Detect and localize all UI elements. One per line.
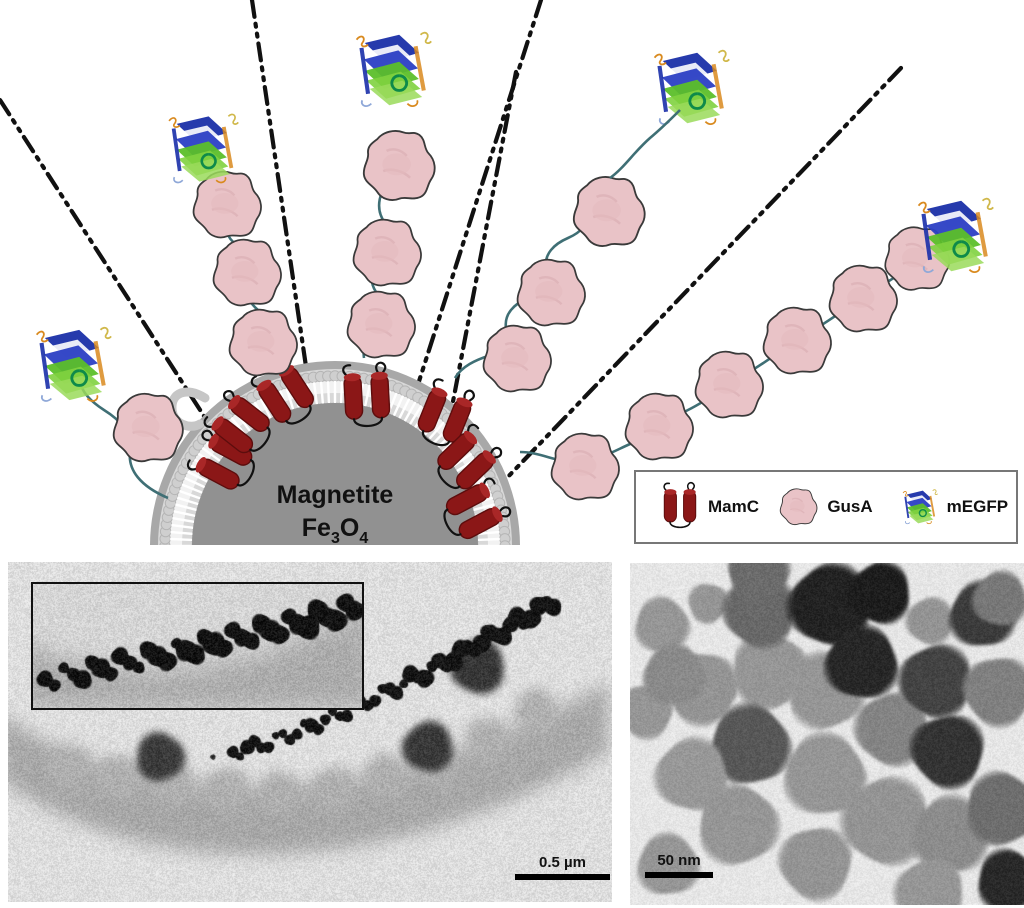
gusa-blob <box>348 292 416 358</box>
chain-left <box>37 328 183 498</box>
scalebar-right: 50 nm <box>645 853 713 878</box>
chain-center <box>348 33 435 358</box>
gusa-blob <box>626 394 694 460</box>
linker-right-mid-top <box>610 110 680 178</box>
megfp-barrel-icon <box>897 480 941 534</box>
legend-label-megfp: mEGFP <box>947 497 1008 517</box>
mamc-helix-icon <box>658 480 702 534</box>
gusa-blob <box>764 308 832 374</box>
legend-entry-megfp: mEGFP <box>897 480 1016 534</box>
legend-label-mamc: MamC <box>708 497 759 517</box>
gusa-blob <box>552 434 620 500</box>
gusa-blob <box>830 266 898 332</box>
chain-right <box>520 199 993 500</box>
gusa-blob <box>696 352 764 418</box>
gusa-blob <box>354 220 422 286</box>
chain-left-mid <box>169 114 297 375</box>
megfp-barrel <box>37 328 111 401</box>
magnetosome-chain-inset <box>31 582 364 710</box>
scalebar-right-label: 50 nm <box>657 853 700 870</box>
scalebar-left-line <box>515 874 610 880</box>
scalebar-left-label: 0.5 µm <box>539 855 586 872</box>
gusa-blob <box>364 131 435 200</box>
magnetosome-chain-inset-image <box>33 584 362 708</box>
megfp-barrel <box>357 33 432 106</box>
core-label-magnetite: Magnetite <box>277 481 394 509</box>
gusa-blob <box>230 310 298 376</box>
scalebar-left: 0.5 µm <box>515 855 610 880</box>
gusa-blob <box>574 177 645 246</box>
gusa-blob <box>214 240 282 306</box>
megfp-barrel <box>655 51 730 124</box>
chain-right-mid <box>455 51 729 392</box>
gusa-blob <box>484 326 552 392</box>
gusa-blob <box>518 260 586 326</box>
legend-entry-mamc: MamC <box>636 480 777 534</box>
scalebar-right-line <box>645 872 713 878</box>
legend-label-gusa: GusA <box>827 497 872 517</box>
gusa-blob-icon <box>777 480 821 534</box>
gusa-blob <box>194 172 262 238</box>
legend-box: MamC GusA mEGFP <box>634 470 1018 544</box>
gusa-blob <box>114 394 183 461</box>
legend-entry-gusa: GusA <box>777 480 896 534</box>
fusion-chains <box>37 33 994 500</box>
